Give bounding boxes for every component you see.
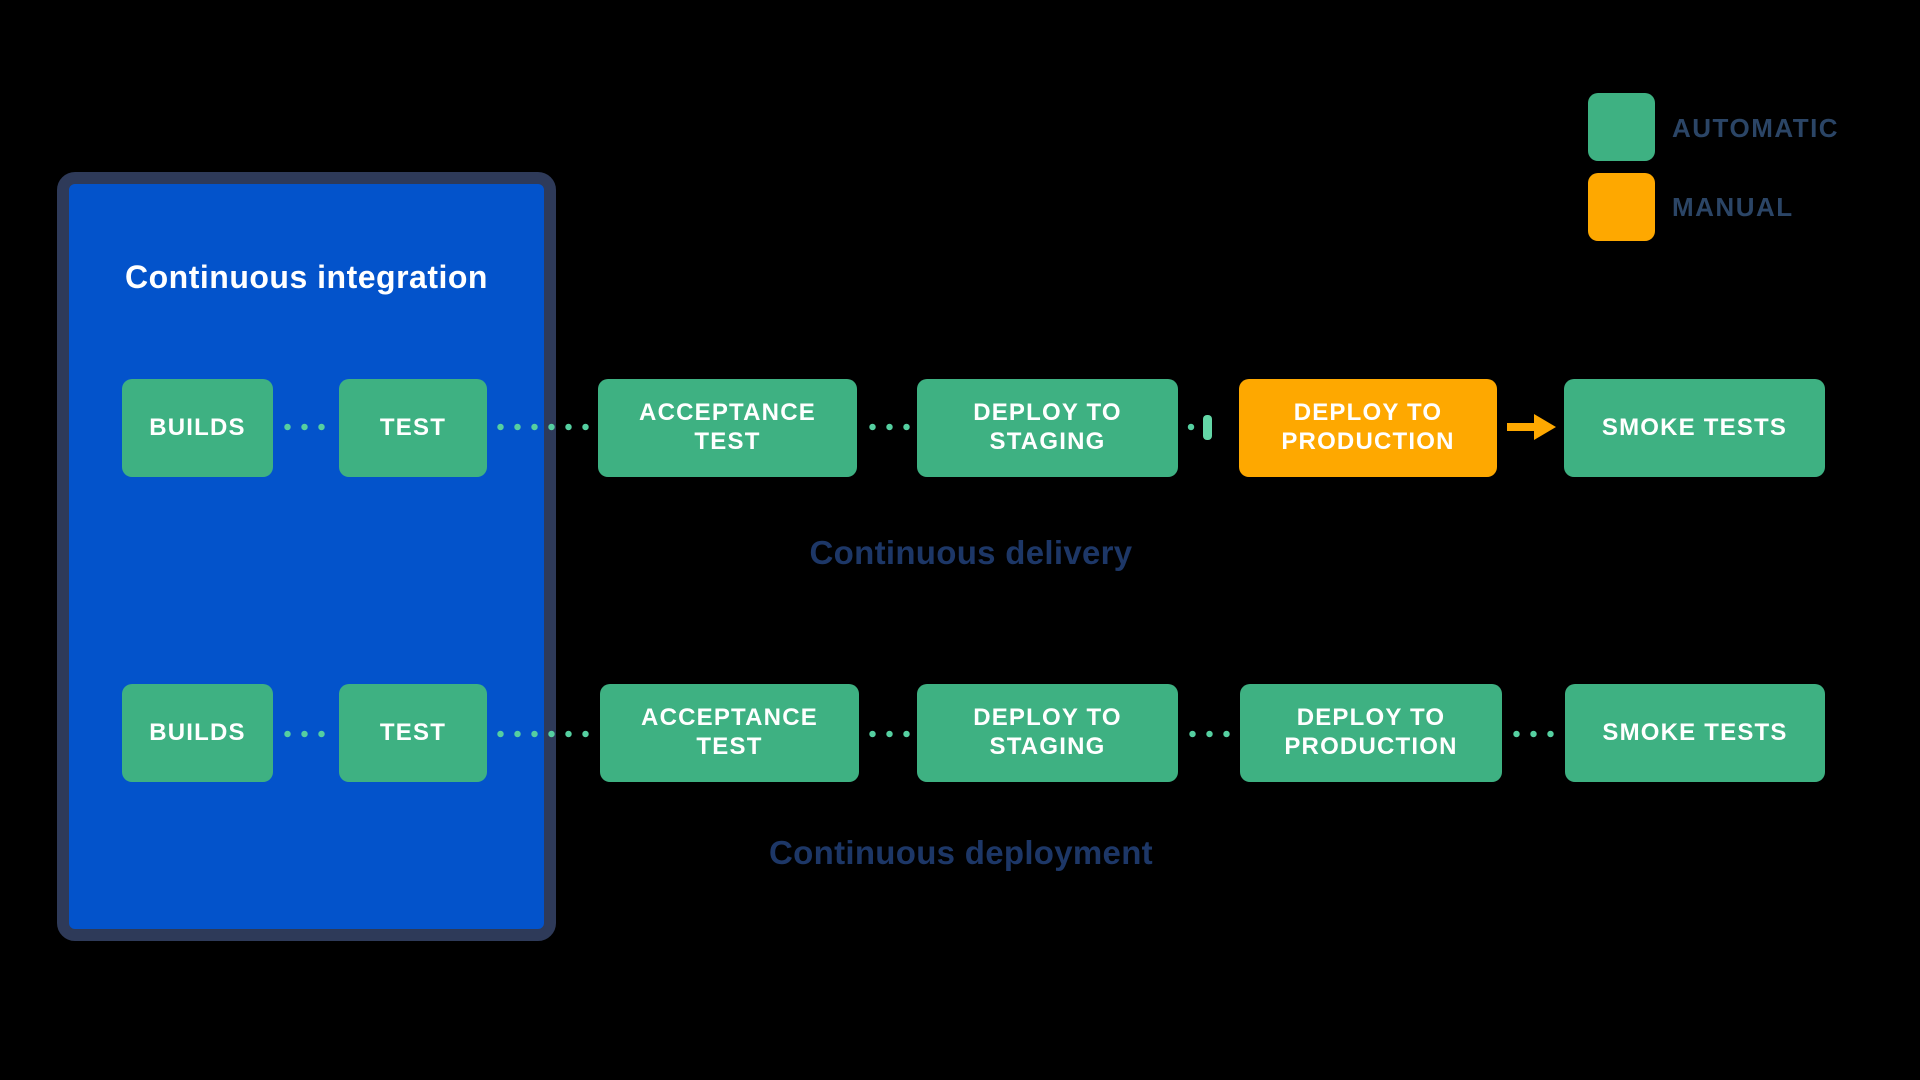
stage-deploy-staging-deployment: DEPLOY TO STAGING [917, 684, 1178, 782]
stage-builds-delivery: BUILDS [122, 379, 273, 477]
stage-label: DEPLOY TO PRODUCTION [1284, 704, 1458, 760]
stage-test-deployment: TEST [339, 684, 487, 782]
stage-label: SMOKE TESTS [1601, 413, 1788, 441]
stage-acceptance-test-delivery: ACCEPTANCE TEST [598, 379, 857, 477]
flow-dots [864, 423, 913, 431]
stage-smoke-tests-deployment: SMOKE TESTS [1565, 684, 1825, 782]
stage-deploy-production-delivery: DEPLOY TO PRODUCTION [1239, 379, 1497, 477]
stage-label: DEPLOY TO STAGING [973, 399, 1122, 455]
stage-label: DEPLOY TO PRODUCTION [1281, 399, 1455, 455]
stage-test-delivery: TEST [339, 379, 487, 477]
flow-dots [1184, 730, 1235, 738]
manual-gate-icon [1203, 415, 1212, 440]
stage-label: SMOKE TESTS [1602, 718, 1788, 746]
arrow-right-icon [1507, 414, 1556, 440]
legend-manual-label: MANUAL [1672, 192, 1794, 222]
legend-manual-swatch [1588, 173, 1655, 241]
flow-dots [492, 423, 594, 431]
stage-label: ACCEPTANCE TEST [639, 399, 816, 455]
stage-label: DEPLOY TO STAGING [973, 704, 1122, 760]
continuous-integration-title: Continuous integration [125, 259, 488, 295]
flow-dot [1184, 423, 1198, 431]
continuous-delivery-caption: Continuous delivery [809, 534, 1133, 571]
stage-label: TEST [379, 413, 447, 441]
flow-dots [1508, 730, 1560, 738]
stage-label: BUILDS [149, 718, 246, 746]
stage-smoke-tests-delivery: SMOKE TESTS [1564, 379, 1825, 477]
stage-deploy-staging-delivery: DEPLOY TO STAGING [917, 379, 1178, 477]
flow-dots [492, 730, 594, 738]
stage-label: BUILDS [149, 413, 246, 441]
flow-dots [279, 730, 334, 738]
continuous-deployment-caption: Continuous deployment [769, 834, 1153, 871]
stage-builds-deployment: BUILDS [122, 684, 273, 782]
stage-deploy-production-deployment: DEPLOY TO PRODUCTION [1240, 684, 1502, 782]
stage-label: ACCEPTANCE TEST [641, 704, 818, 760]
legend-automatic-label: AUTOMATIC [1672, 113, 1840, 143]
flow-dots [279, 423, 334, 431]
stage-acceptance-test-deployment: ACCEPTANCE TEST [600, 684, 859, 782]
legend-automatic-swatch [1588, 93, 1655, 161]
flow-dots [864, 730, 913, 738]
stage-label: TEST [379, 718, 447, 746]
continuous-integration-box: Continuous integration [57, 172, 556, 941]
